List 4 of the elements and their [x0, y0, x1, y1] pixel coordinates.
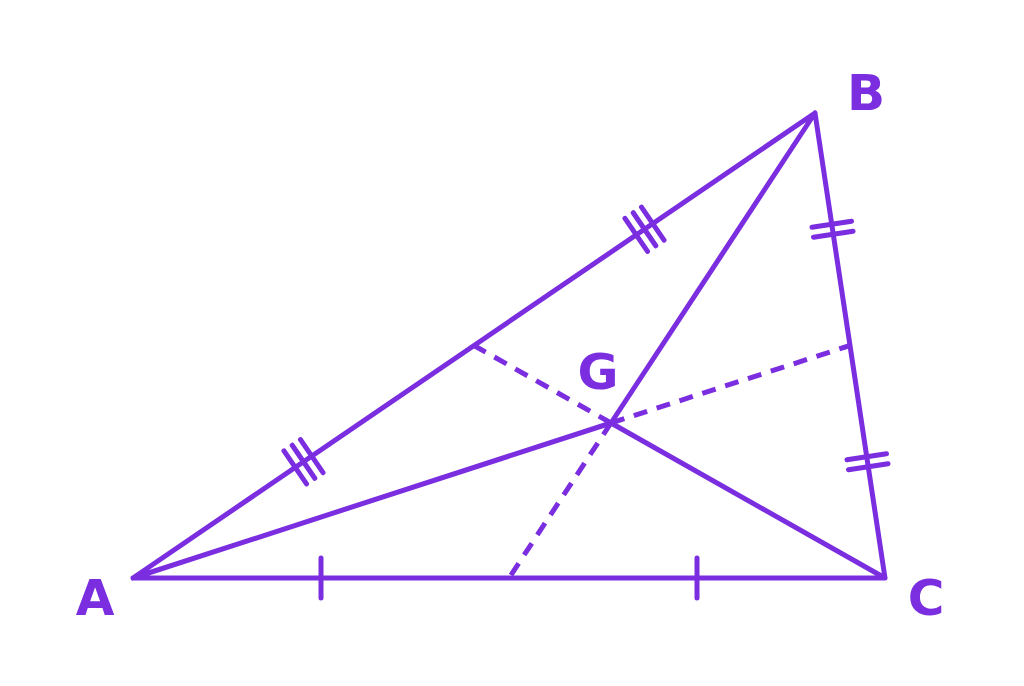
point-label: G: [577, 347, 619, 397]
point-label: C: [907, 573, 945, 623]
point-label: B: [846, 68, 886, 118]
point-label: A: [75, 573, 115, 623]
